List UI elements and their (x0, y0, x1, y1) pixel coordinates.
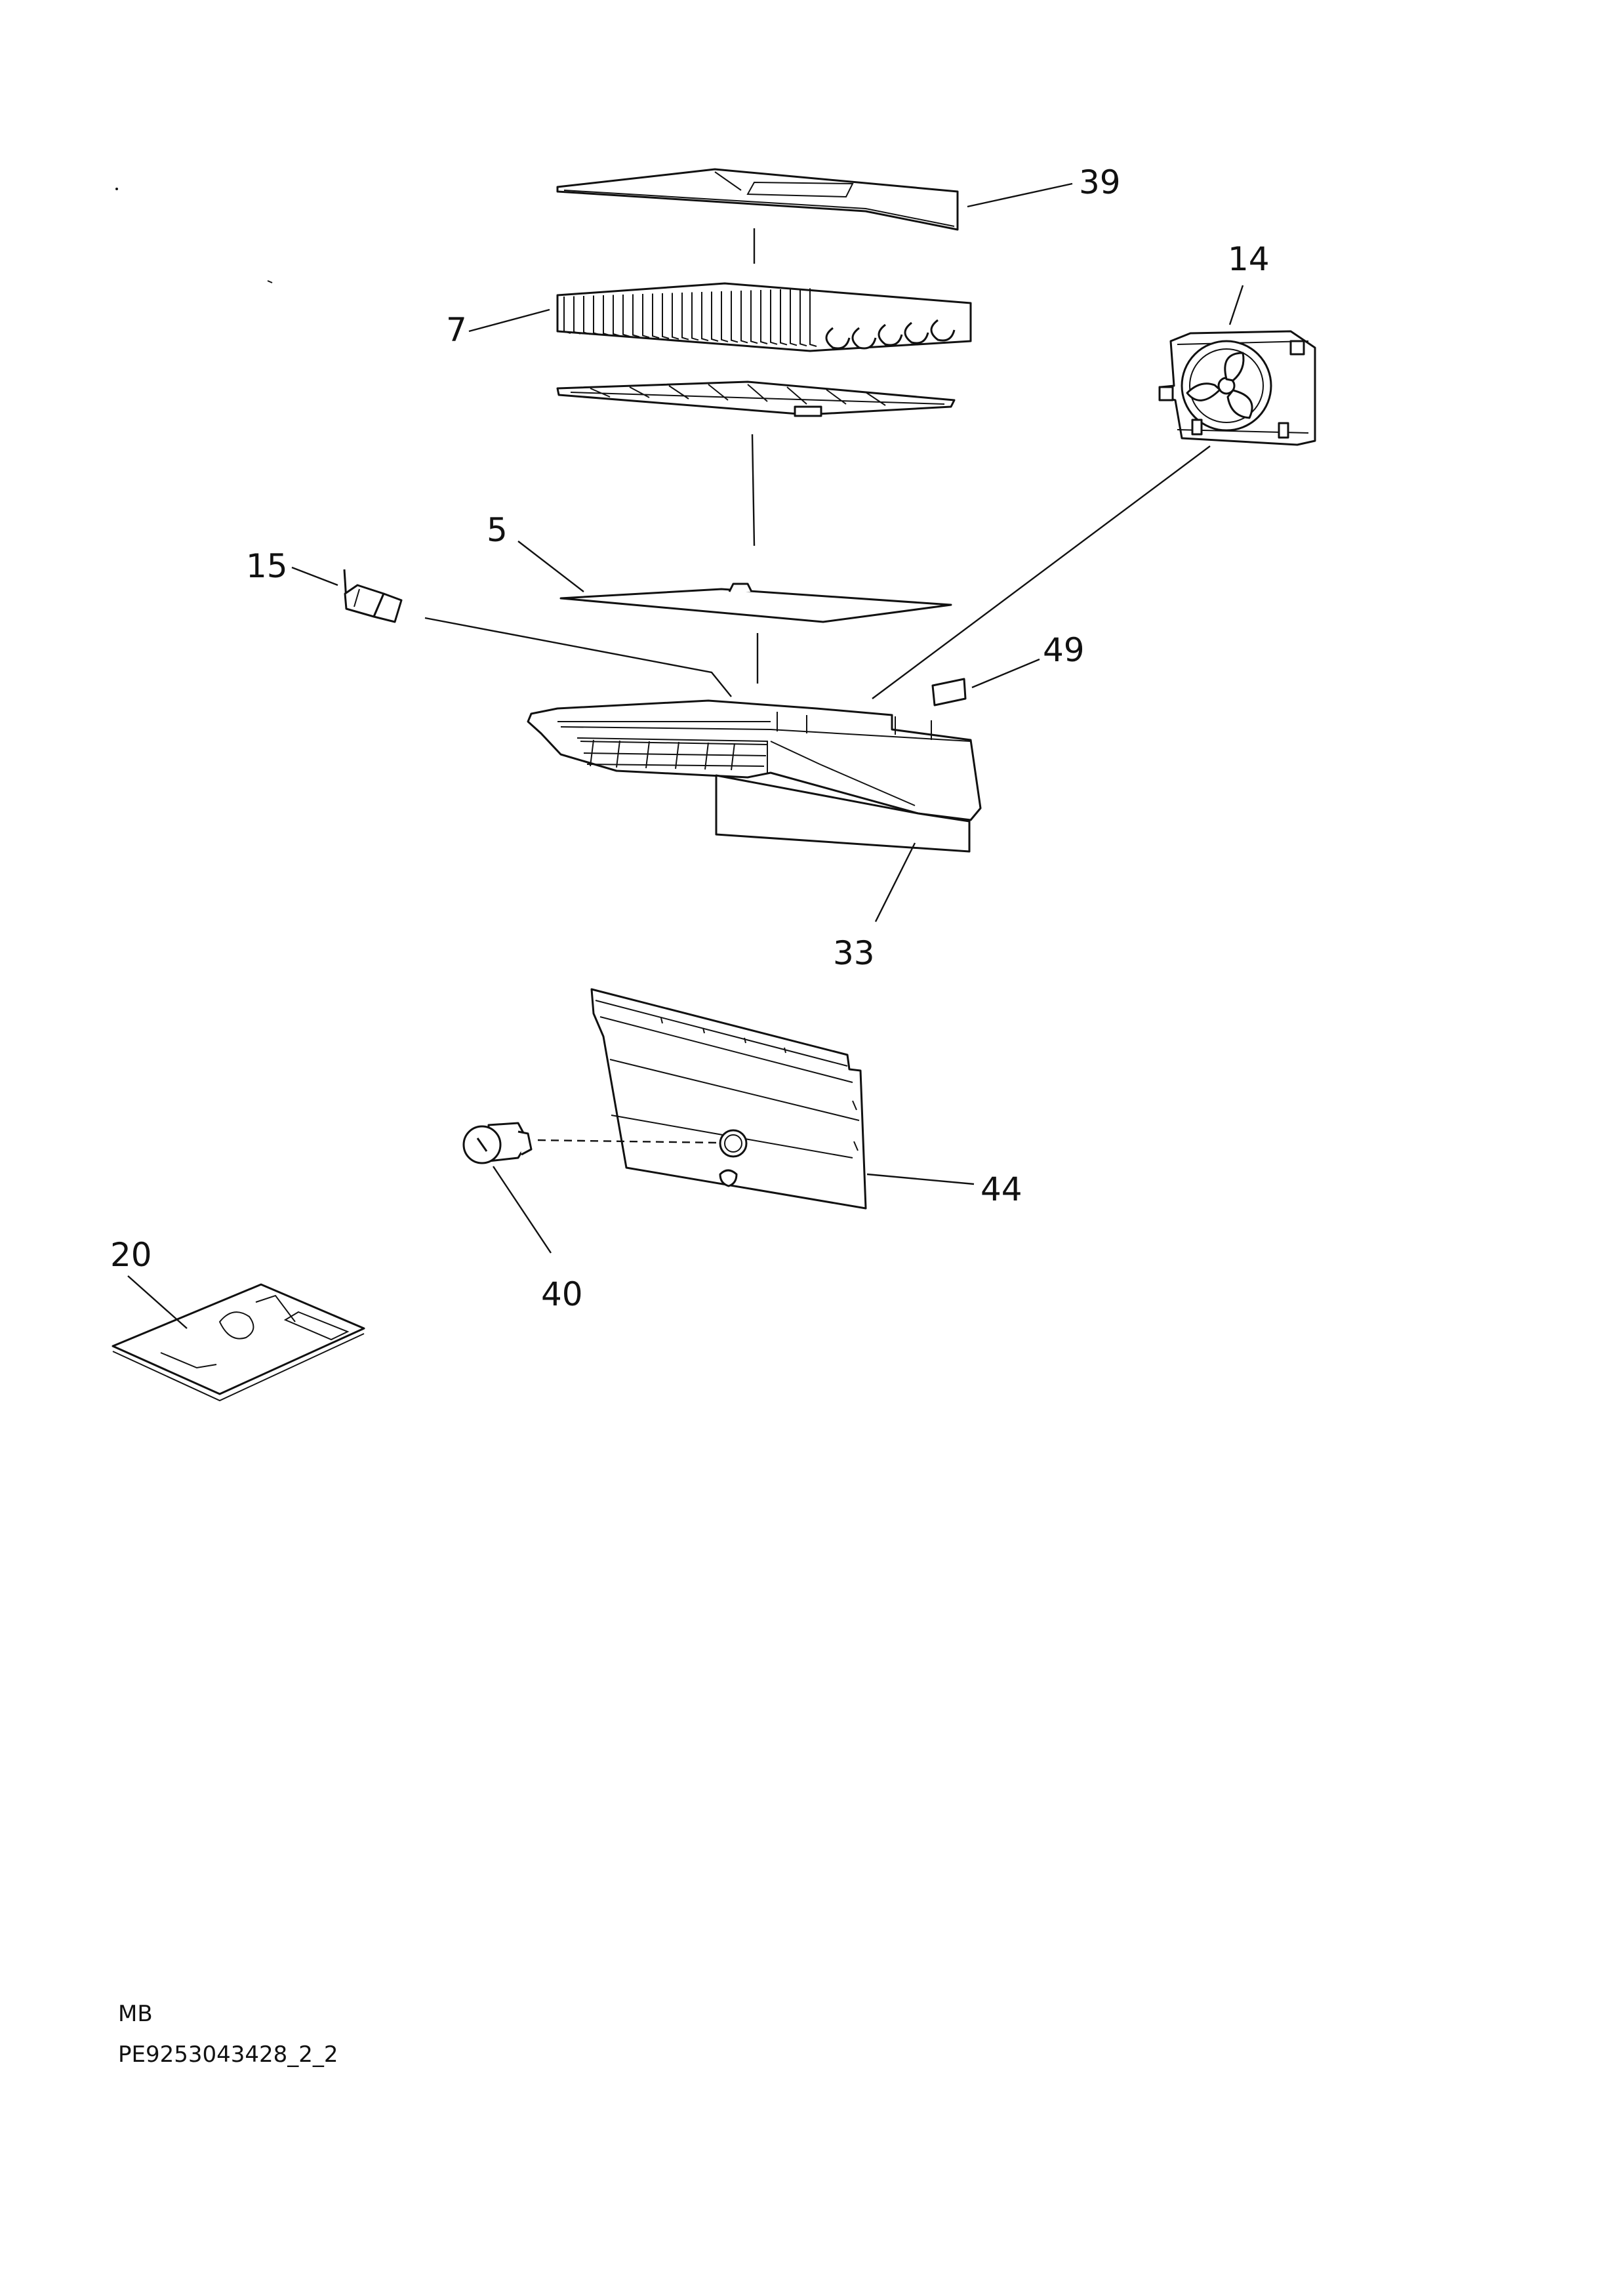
coil-fin (632, 294, 640, 338)
coil-fin (642, 294, 650, 338)
part-44-back-panel[interactable] (590, 988, 867, 1210)
callout-33[interactable]: 33 (833, 934, 875, 972)
part-14-fan-motor[interactable] (1158, 330, 1316, 446)
part-49-label[interactable] (931, 678, 967, 707)
coil-fin (593, 295, 601, 336)
leader-20 (127, 1275, 188, 1329)
coil-fin (672, 293, 679, 340)
leader-49 (971, 658, 1040, 689)
coil-fin (701, 292, 709, 342)
callout-7[interactable]: 7 (446, 311, 467, 349)
coil-fin (731, 291, 738, 343)
part-5-panel[interactable] (559, 583, 952, 623)
part-33-drip-tray[interactable] (715, 774, 971, 853)
housing-grille (580, 739, 768, 771)
leader-39 (967, 182, 1073, 208)
coil-fin (790, 289, 798, 346)
coil-fin (603, 295, 611, 337)
assembly-line-40-44 (537, 1139, 721, 1144)
leader-44 (866, 1173, 975, 1185)
callout-49[interactable]: 49 (1043, 631, 1085, 669)
stray-mark (267, 280, 273, 283)
coil-fin (691, 292, 699, 341)
coil-fin (681, 293, 689, 340)
leader-14 (1228, 285, 1244, 325)
callout-40[interactable]: 40 (541, 1275, 583, 1313)
assembly-line-15-housing (424, 617, 732, 697)
assembly-line-14-housing (872, 445, 1211, 699)
coil-fin (652, 293, 660, 339)
coil-fin (740, 291, 748, 344)
part-40-lamp-holder[interactable] (462, 1122, 533, 1164)
part-15-sensor[interactable] (343, 569, 403, 623)
part-7-evaporator-coil[interactable] (556, 282, 972, 352)
coil-fin (750, 290, 758, 344)
leader-40 (493, 1166, 552, 1254)
part-heater-grid[interactable] (556, 380, 956, 417)
callout-14[interactable]: 14 (1228, 240, 1270, 278)
coil-fin (563, 297, 571, 334)
coil-fin (780, 289, 788, 346)
coil-fin (760, 290, 768, 344)
part-evaporator-housing[interactable] (527, 699, 982, 821)
coil-fin (711, 291, 719, 342)
part-39-top-cover[interactable] (556, 168, 959, 231)
leader-5 (517, 541, 584, 592)
leader-33 (874, 842, 916, 922)
footer-document-code: PE9253043428_2_2 (118, 2041, 338, 2068)
callout-20[interactable]: 20 (110, 1236, 152, 1274)
footer-model-code: MB (118, 2001, 153, 2027)
coil-fin (622, 295, 630, 337)
callout-15[interactable]: 15 (246, 547, 288, 585)
coil-fin (573, 296, 581, 335)
coil-fin (799, 289, 807, 347)
coil-fin (721, 291, 729, 342)
coil-fin (809, 288, 817, 347)
assembly-line-grid-5 (751, 434, 756, 546)
coil-fin (583, 296, 591, 335)
stray-mark (115, 188, 118, 190)
part-20-user-manual[interactable] (111, 1283, 365, 1402)
callout-5[interactable]: 5 (487, 511, 508, 549)
leader-7 (468, 308, 550, 333)
callout-39[interactable]: 39 (1079, 163, 1121, 201)
callout-44[interactable]: 44 (981, 1170, 1022, 1208)
coil-fin (770, 289, 778, 345)
leader-15 (291, 566, 338, 586)
coil-fin (613, 295, 620, 337)
coil-fin (662, 293, 670, 339)
